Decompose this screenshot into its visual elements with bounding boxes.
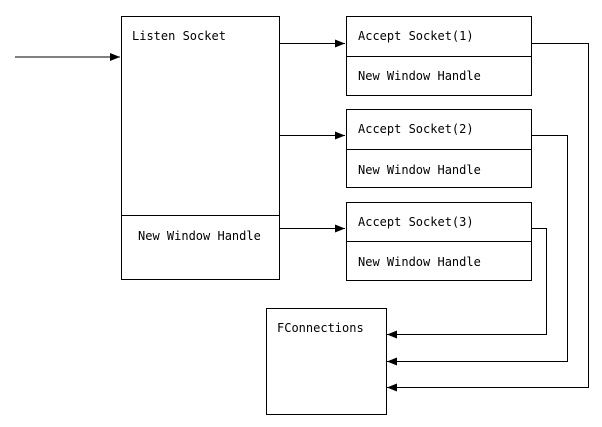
fconnections-box: FConnections [266,308,387,415]
listen-socket-frame [121,16,280,280]
accept-1-to-fconnections-arrow [387,43,589,392]
accept-socket-2-label: Accept Socket(2) [358,122,474,136]
fconnections-title: FConnections [277,321,364,335]
accept-socket-2-frame [346,109,532,188]
listen-socket-handle-label: New Window Handle [138,229,261,243]
accept-2-to-fconnections-arrow [387,135,568,366]
accept-socket-3-handle-label: New Window Handle [358,255,481,269]
accept-socket-1-label: Accept Socket(1) [358,29,474,43]
accept-socket-2-handle-label: New Window Handle [358,163,481,177]
accept-socket-box-2: Accept Socket(2) New Window Handle [346,109,532,188]
fconnections-frame [266,308,387,415]
accept-socket-box-3: Accept Socket(3) New Window Handle [346,202,532,281]
listen-socket-box: Listen Socket New Window Handle [121,16,280,280]
listen-socket-title: Listen Socket [132,29,226,43]
accept-socket-3-label: Accept Socket(3) [358,215,474,229]
accept-3-to-fconnections-arrow [387,228,547,339]
accept-socket-1-handle-label: New Window Handle [358,69,481,83]
accept-socket-box-1: Accept Socket(1) New Window Handle [346,16,532,96]
